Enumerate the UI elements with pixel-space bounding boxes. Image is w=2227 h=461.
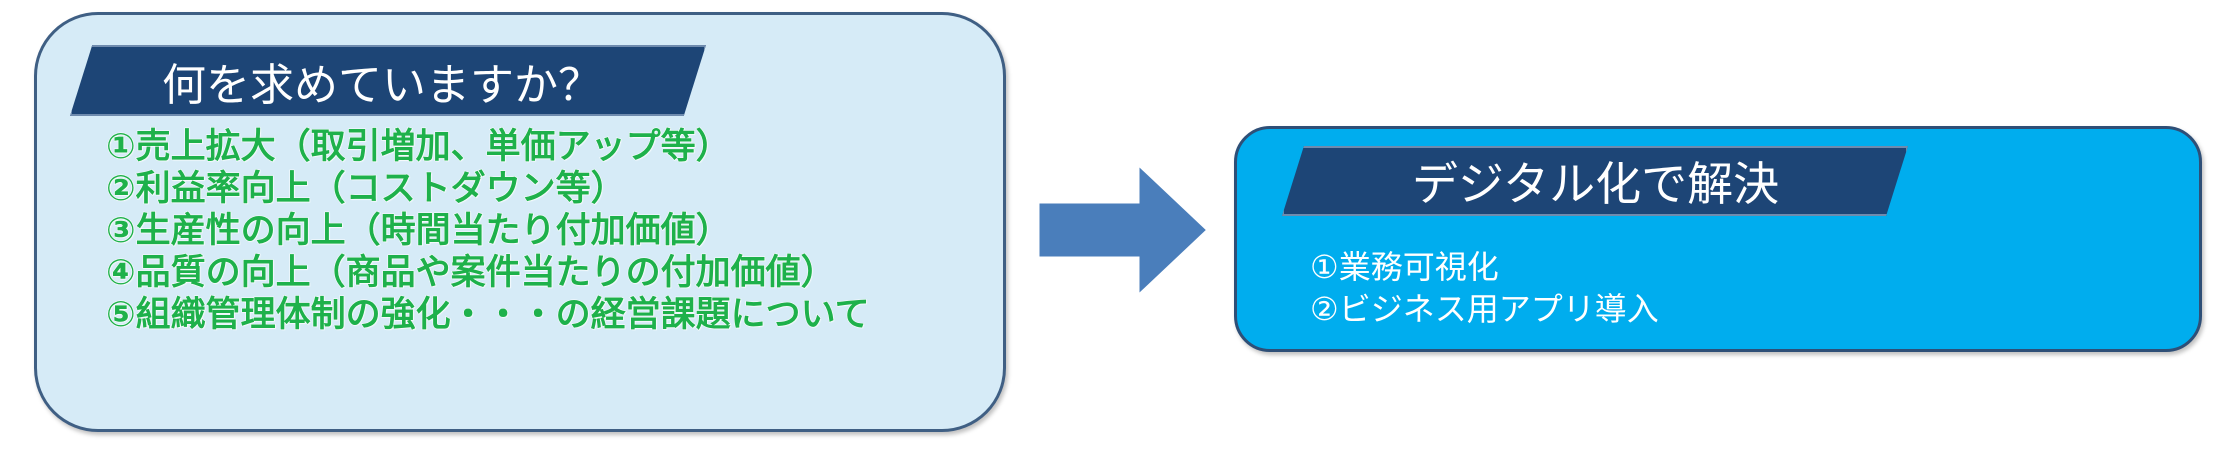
goal-item-3: ③生産性の向上（時間当たり付加価値） [106, 211, 732, 252]
solution-list: ①業務可視化 ②ビジネス用アプリ導入 [1310, 246, 1659, 330]
goal-item-4: ④品質の向上（商品や案件当たりの付加価値） [106, 253, 837, 294]
solution-item-2: ②ビジネス用アプリ導入 [1310, 290, 1659, 328]
goals-title-banner: 何を求めていますか？ [70, 45, 706, 116]
solution-title: デジタル化で解決 [1412, 157, 1780, 211]
solution-item-1: ①業務可視化 [1310, 248, 1499, 286]
right-arrow-shape [1036, 160, 1211, 300]
goal-item-2: ②利益率向上（コストダウン等） [106, 169, 627, 210]
goal-item-5: ⑤組織管理体制の強化・・・の経営課題について [106, 295, 871, 336]
goal-item-1: ①売上拡大（取引増加、単価アップ等） [106, 127, 732, 168]
solution-title-banner: デジタル化で解決 [1282, 146, 1908, 216]
right-arrow-icon [1036, 160, 1211, 300]
goals-list: ①売上拡大（取引増加、単価アップ等） ②利益率向上（コストダウン等） ③生産性の… [106, 126, 871, 336]
goals-title: 何を求めていますか？ [162, 59, 602, 111]
